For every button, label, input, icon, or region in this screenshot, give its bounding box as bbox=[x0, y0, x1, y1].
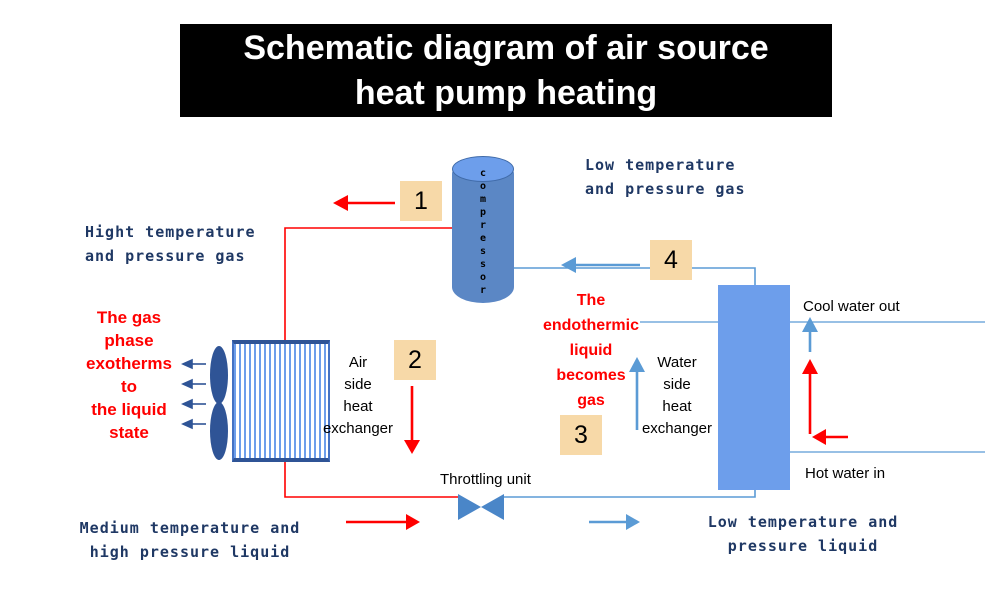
throttling-valve-icon bbox=[458, 494, 504, 520]
annotation-line: exotherms bbox=[86, 354, 172, 373]
label-low-temp-pressure-liquid: Low temperature and pressure liquid bbox=[688, 510, 918, 558]
water-side-heat-exchanger bbox=[718, 285, 790, 490]
label-line: side bbox=[344, 376, 372, 393]
label-line: high pressure liquid bbox=[89, 543, 291, 561]
label-line: exchanger bbox=[322, 420, 394, 437]
pipe-high-pressure-liquid bbox=[284, 462, 459, 498]
annotation-line: state bbox=[109, 423, 149, 442]
label-line: Hight temperature bbox=[85, 223, 256, 241]
compressor: compressor bbox=[452, 156, 514, 303]
annotation-endothermic-liquid: The endothermic liquid becomes gas bbox=[537, 288, 645, 413]
label-line: exchanger bbox=[641, 420, 713, 437]
step-badge-4: 4 bbox=[650, 240, 692, 280]
label-line: Low temperature and bbox=[707, 513, 899, 531]
label-line: Air bbox=[348, 354, 368, 371]
label-line: and pressure gas bbox=[585, 180, 746, 198]
label-line: Water bbox=[657, 354, 697, 371]
label-low-temp-pressure-gas: Low temperature and pressure gas bbox=[585, 153, 746, 201]
label-hot-water-in: Hot water in bbox=[805, 465, 886, 482]
annotation-line: endothermic bbox=[542, 317, 639, 334]
annotation-line: The bbox=[576, 292, 606, 309]
label-line: heat bbox=[662, 398, 692, 415]
label-high-temp-pressure-gas: Hight temperature and pressure gas bbox=[85, 220, 256, 268]
annotation-line: The gas bbox=[96, 308, 162, 327]
pipe-hot-gas bbox=[284, 227, 455, 341]
annotation-gas-phase-exotherms: The gas phase exotherms to the liquid st… bbox=[70, 306, 188, 444]
title-line1: Schematic diagram of air source bbox=[243, 29, 769, 67]
compressor-label: compressor bbox=[477, 168, 489, 299]
label-line: side bbox=[663, 376, 691, 393]
air-side-heat-exchanger bbox=[232, 340, 330, 462]
step-badge-3: 3 bbox=[560, 415, 602, 455]
step-badge-2: 2 bbox=[394, 340, 436, 380]
label-air-side-heat-exchanger: Air side heat exchanger bbox=[318, 352, 398, 440]
annotation-line: the liquid bbox=[91, 400, 167, 419]
label-medium-temp-high-pressure-liquid: Medium temperature and high pressure liq… bbox=[60, 516, 320, 564]
pipe-low-pressure-liquid bbox=[501, 488, 756, 498]
annotation-line: phase bbox=[104, 331, 154, 350]
title-line2: heat pump heating bbox=[354, 74, 658, 112]
label-line: heat bbox=[343, 398, 373, 415]
annotation-line: becomes bbox=[556, 367, 626, 384]
compressor-cap bbox=[452, 156, 514, 182]
label-line: and pressure gas bbox=[85, 247, 246, 265]
title-banner: Schematic diagram of air source heat pum… bbox=[180, 24, 832, 117]
annotation-line: liquid bbox=[569, 342, 613, 359]
annotation-line: gas bbox=[577, 392, 605, 409]
step-badge-1: 1 bbox=[400, 181, 442, 221]
label-water-side-heat-exchanger: Water side heat exchanger bbox=[637, 352, 717, 440]
label-line: Low temperature bbox=[585, 156, 736, 174]
label-line: Medium temperature and bbox=[79, 519, 301, 537]
annotation-line: to bbox=[120, 377, 138, 396]
label-line: pressure liquid bbox=[727, 537, 879, 555]
label-throttling-unit: Throttling unit bbox=[440, 471, 531, 488]
label-cool-water-out: Cool water out bbox=[803, 298, 900, 315]
fan-icon bbox=[210, 346, 228, 460]
